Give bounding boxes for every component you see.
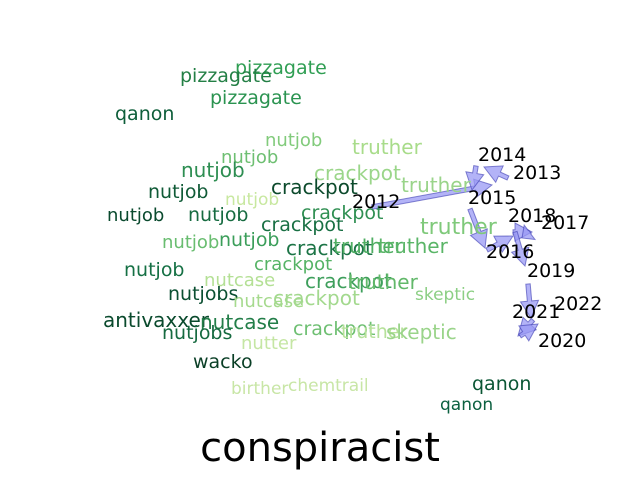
word-truther: truther — [352, 135, 423, 159]
trajectory-arrow-1 — [371, 178, 494, 210]
word-nutjob: nutjob — [148, 181, 209, 203]
year-label-2019: 2019 — [527, 260, 575, 282]
year-label-2013: 2013 — [513, 162, 561, 184]
word-truther: truther — [420, 215, 498, 240]
year-label-2017: 2017 — [541, 212, 589, 234]
word-birther: birther — [231, 379, 288, 399]
word-nutjob: nutjob — [225, 190, 279, 210]
word-crackpot: crackpot — [271, 175, 358, 199]
word-crackpot: crackpot — [273, 286, 360, 310]
word-crackpot: crackpot — [286, 236, 373, 260]
word-truther: truther — [341, 321, 407, 343]
word-crackpot: crackpot — [305, 269, 392, 293]
year-label-2015: 2015 — [468, 187, 516, 209]
word-truther: truther — [348, 270, 419, 294]
word-qanon: qanon — [115, 103, 174, 125]
word-nutjob: nutjob — [265, 130, 322, 151]
word-crackpot: crackpot — [261, 214, 344, 236]
year-label-2016: 2016 — [486, 241, 534, 263]
word-nutjobs: nutjobs — [162, 322, 232, 344]
trajectory-arrow-7 — [521, 223, 537, 241]
word-nutjob: nutjob — [219, 229, 280, 251]
trajectory-arrow-3 — [465, 165, 485, 192]
word-nutjobs: nutjobs — [168, 283, 238, 305]
trajectory-arrow-9 — [519, 283, 540, 320]
word-qanon: qanon — [440, 395, 493, 415]
word-nutter: nutter — [241, 333, 297, 354]
year-trajectory-arrows — [371, 165, 540, 342]
word-truther: truther — [333, 234, 404, 258]
word-pizzagate: pizzagate — [210, 87, 302, 109]
word-nutjob: nutjob — [107, 205, 164, 226]
year-label-2021: 2021 — [512, 301, 560, 323]
word-qanon: qanon — [472, 373, 531, 395]
year-label-2018: 2018 — [508, 205, 556, 227]
word-truther: truther — [401, 173, 472, 197]
word-nutjob: nutjob — [181, 158, 245, 182]
word-skeptic: skeptic — [415, 285, 475, 305]
trajectory-arrow-5 — [485, 235, 514, 253]
word-crackpot: crackpot — [293, 318, 376, 340]
word-truther: truther — [378, 234, 449, 258]
word-nutjob: nutjob — [221, 147, 278, 168]
year-labels: 2012201320142015201620172018201920202021… — [352, 144, 602, 352]
trajectory-arrow-4 — [467, 207, 488, 249]
year-label-2014: 2014 — [478, 144, 526, 166]
word-pizzagate: pizzagate — [180, 65, 272, 87]
year-label-2012: 2012 — [352, 191, 400, 213]
word-nutcase: nutcase — [204, 270, 275, 291]
word-nutjob: nutjob — [188, 204, 249, 226]
word-crackpot: crackpot — [301, 202, 384, 224]
word-nutjob: nutjob — [124, 259, 185, 281]
trajectory-arrow-8 — [510, 230, 530, 268]
word-pizzagate: pizzagate — [235, 57, 327, 79]
year-label-2020: 2020 — [538, 330, 586, 352]
word-nutcase: nutcase — [200, 310, 279, 334]
word-crackpot: crackpot — [254, 254, 332, 275]
word-chemtrail: chemtrail — [288, 376, 369, 396]
word-nutcase: nutcase — [233, 291, 304, 312]
trajectory-arrow-11 — [518, 323, 539, 342]
word-crackpot: crackpot — [314, 161, 401, 185]
trajectory-arrow-2 — [483, 165, 510, 184]
word-wacko: wacko — [193, 351, 253, 373]
word-nutjob: nutjob — [162, 232, 219, 253]
year-label-2022: 2022 — [554, 293, 602, 315]
word-antivaxxer: antivaxxer — [103, 308, 210, 332]
figure-title: conspiracist — [200, 425, 440, 471]
word-skeptic: skeptic — [386, 320, 457, 344]
